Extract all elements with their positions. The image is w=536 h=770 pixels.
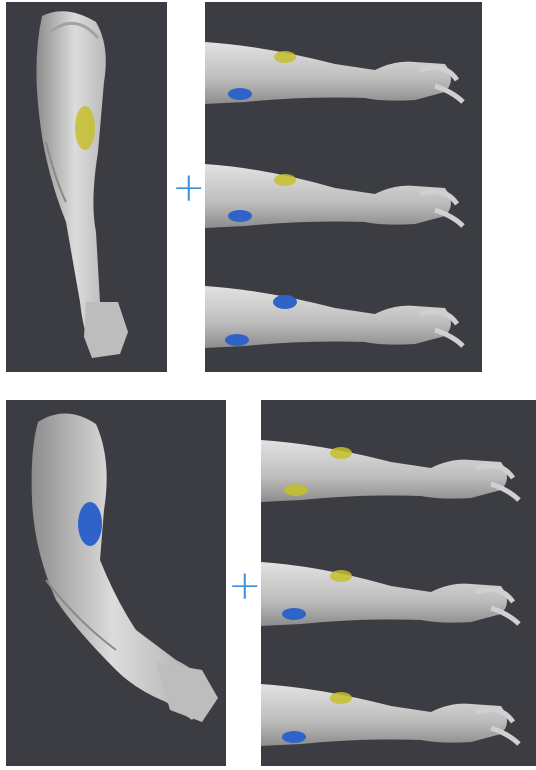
bottom-upper-arm-figure	[6, 400, 226, 766]
bottom-forearm-variants-panel	[261, 400, 536, 766]
forearm-variant-2	[205, 164, 463, 228]
top-plus-symbol: +	[172, 168, 206, 208]
top-upper-arm-panel	[6, 2, 167, 372]
forearm-variant-2	[261, 562, 519, 626]
lower-marker	[228, 88, 252, 100]
lower-marker	[228, 210, 252, 222]
forearm-variant-3	[261, 684, 519, 746]
lower-marker	[225, 334, 249, 346]
top-upper-arm-figure	[6, 2, 167, 372]
upper-marker	[273, 295, 297, 309]
bottom-forearm-variants-figure	[261, 400, 536, 766]
forearm-variant-1	[261, 440, 519, 502]
top-forearm-variants-figure	[205, 2, 482, 372]
upper-arm-marker	[78, 502, 102, 546]
upper-marker	[330, 570, 352, 582]
upper-marker	[274, 174, 296, 186]
lower-marker	[282, 731, 306, 743]
lower-marker	[284, 484, 308, 496]
upper-arm-marker	[75, 106, 95, 150]
upper-marker	[274, 51, 296, 63]
bottom-plus-symbol: +	[228, 566, 262, 606]
forearm-variant-3	[205, 286, 463, 348]
bottom-upper-arm-panel	[6, 400, 226, 766]
top-forearm-variants-panel	[205, 2, 482, 372]
upper-marker	[330, 692, 352, 704]
forearm-variant-1	[205, 42, 463, 104]
lower-marker	[282, 608, 306, 620]
upper-marker	[330, 447, 352, 459]
